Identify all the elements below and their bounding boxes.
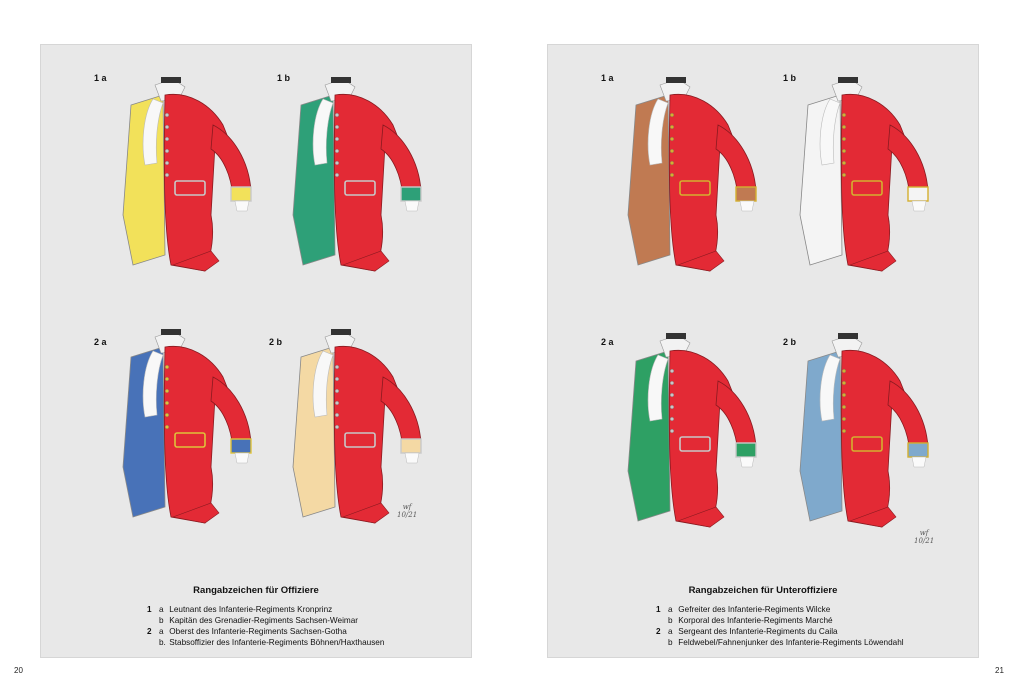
caption-title: Rangabzeichen für Unteroffiziere — [688, 585, 838, 596]
page-number-left: 20 — [14, 666, 23, 675]
uniform-illustration-1a — [93, 65, 263, 275]
page-number-right: 21 — [995, 666, 1004, 675]
figure-label-1b: 1 b — [783, 73, 797, 83]
caption-row: b. Stabsoffizier des Infanterie-Regiment… — [159, 638, 385, 647]
uniform-illustration-2a — [93, 317, 263, 527]
uniform-illustration-2b — [770, 321, 940, 531]
uniform-illustration-1a — [598, 65, 768, 275]
uniform-illustration-2b — [263, 317, 433, 527]
uniform-illustration-2a — [598, 321, 768, 531]
figure-label-2b: 2 b — [783, 337, 797, 347]
figure-label-2a: 2 a — [94, 337, 107, 347]
uniform-illustration-1b — [770, 65, 940, 275]
figure-label-1a: 1 a — [601, 73, 614, 83]
figure-label-1a: 1 a — [94, 73, 107, 83]
uniform-illustration-1b — [263, 65, 433, 275]
figure-label-2b: 2 b — [269, 337, 283, 347]
caption-row: b Korporal des Infanterie-Regiments Marc… — [668, 616, 833, 625]
figure-label-1b: 1 b — [277, 73, 291, 83]
figure-label-2a: 2 a — [601, 337, 614, 347]
caption-title: Rangabzeichen für Offiziere — [193, 585, 319, 596]
caption-row: b Feldwebel/Fahnenjunker des Infanterie-… — [668, 638, 904, 647]
caption-row: b Kapitän des Grenadier-Regiments Sachse… — [159, 616, 358, 625]
